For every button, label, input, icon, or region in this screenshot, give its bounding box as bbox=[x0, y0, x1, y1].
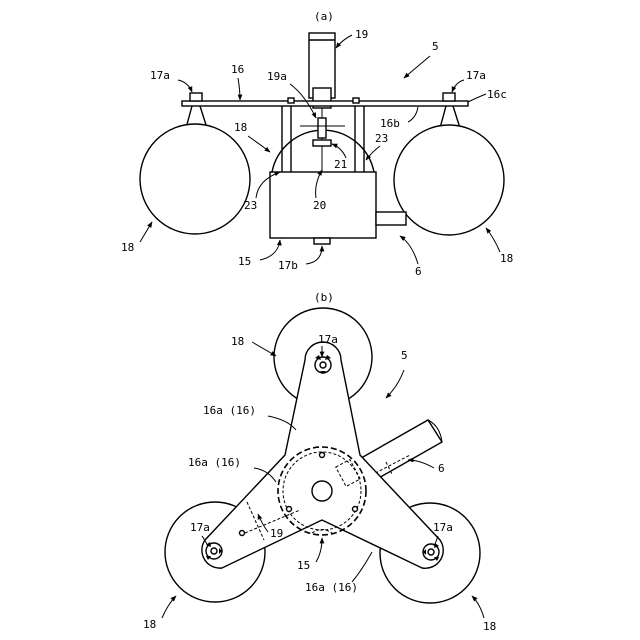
float-18-left bbox=[140, 124, 250, 234]
label-17a-right: 17a bbox=[433, 521, 453, 534]
view-b-plan-view: (b) bbox=[143, 291, 496, 633]
center-hole bbox=[312, 481, 332, 501]
label-16b: 16b bbox=[380, 117, 400, 130]
label-18-center: 18 bbox=[234, 121, 247, 134]
label-19a: 19a bbox=[267, 70, 287, 83]
label-16: 16 bbox=[231, 63, 244, 76]
pipe-6 bbox=[376, 212, 406, 225]
label-6: 6 bbox=[438, 462, 445, 475]
label-16c: 16c bbox=[487, 88, 507, 101]
label-17a-left: 17a bbox=[150, 69, 170, 82]
part-21 bbox=[313, 140, 331, 146]
label-16a-upper: 16a (16) bbox=[203, 404, 256, 417]
label-17a-right: 17a bbox=[466, 69, 486, 82]
view-b-caption: (b) bbox=[314, 291, 334, 304]
fitting-17a-right bbox=[423, 543, 439, 561]
label-6: 6 bbox=[415, 265, 422, 278]
fitting-17b bbox=[314, 238, 330, 244]
label-20: 20 bbox=[313, 199, 326, 212]
label-18-right: 18 bbox=[483, 620, 496, 633]
fitting-17a-top bbox=[315, 355, 331, 374]
label-18-left: 18 bbox=[143, 618, 156, 631]
label-21: 21 bbox=[334, 158, 347, 171]
label-19: 19 bbox=[270, 527, 283, 540]
label-17a-left: 17a bbox=[190, 521, 210, 534]
label-23-left: 23 bbox=[244, 199, 257, 212]
label-23-right: 23 bbox=[375, 132, 388, 145]
label-16a-mid: 16a (16) bbox=[188, 456, 241, 469]
label-16a-lower: 16a (16) bbox=[305, 581, 358, 594]
fitting-17a-right bbox=[443, 93, 455, 101]
label-18-top: 18 bbox=[231, 335, 244, 348]
label-15: 15 bbox=[297, 559, 310, 572]
label-15: 15 bbox=[238, 255, 251, 268]
float-18-right bbox=[394, 125, 504, 235]
fitting-17a-left bbox=[190, 93, 202, 101]
fitting-17a-left bbox=[206, 542, 222, 560]
label-5: 5 bbox=[432, 40, 439, 53]
frame-plate-16 bbox=[182, 101, 468, 106]
label-18-right: 18 bbox=[500, 252, 513, 265]
label-17b: 17b bbox=[278, 259, 298, 272]
view-a-side-elevation: (a) 19 bbox=[121, 10, 513, 278]
label-19: 19 bbox=[355, 28, 368, 41]
view-a-caption: (a) bbox=[314, 10, 334, 23]
label-18-left: 18 bbox=[121, 241, 134, 254]
label-5: 5 bbox=[401, 349, 408, 362]
label-17a-top: 17a bbox=[318, 333, 338, 346]
